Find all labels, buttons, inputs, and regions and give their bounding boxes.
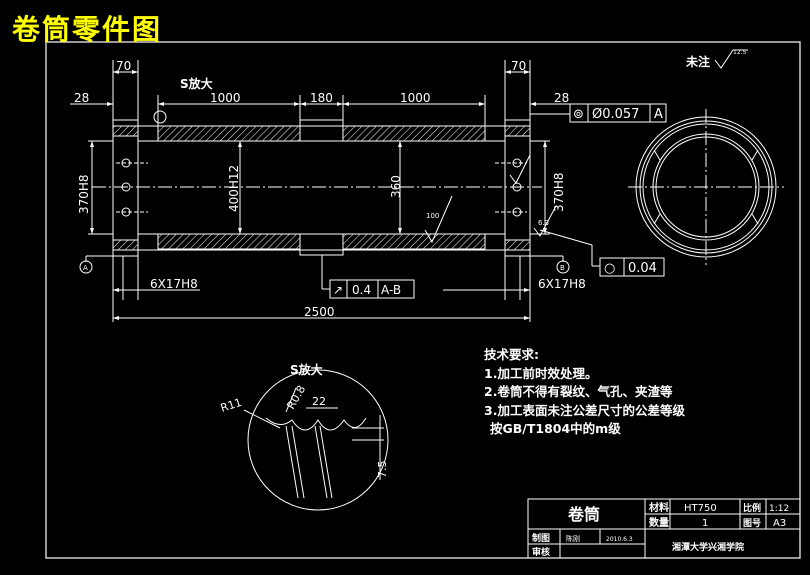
- tb-drawing-no-label: 图号: [743, 518, 761, 529]
- dim-flange-w-left: 70: [116, 59, 131, 73]
- tech-req-item-1: 1.加工前时效处理。: [484, 365, 598, 381]
- end-view: [628, 109, 784, 265]
- coaxiality-frame: [569, 103, 667, 123]
- tb-qty-value: 1: [702, 518, 708, 529]
- runout-symbol: ↗: [333, 283, 343, 297]
- dim-drum-len-right: 1000: [400, 91, 431, 105]
- dim-total-len: 2500: [304, 305, 335, 319]
- detail-pitch: 22: [312, 395, 326, 408]
- datum-a-label: A: [83, 264, 88, 272]
- dimension-arrows: [90, 70, 547, 320]
- roundness-frame: [599, 257, 665, 277]
- runout-frame: [329, 279, 415, 299]
- detail-groove-depth: 7.5: [376, 461, 389, 479]
- dim-bore-left: 370H8: [77, 174, 91, 214]
- dim-holes-right: 6X17H8: [538, 277, 586, 291]
- roughness-note-label: 未注: [685, 54, 710, 69]
- tb-drawing-no-value: A3: [773, 518, 786, 529]
- tech-req-item-3: 3.加工表面未注公差尺寸的公差等级: [484, 402, 685, 418]
- tb-drawn-date: 2010.6.3: [606, 536, 633, 543]
- title-block-text: 卷筒 材料 HT750 比例 1:12 数量 1 图号 A3 制图 陈刚 201…: [532, 501, 789, 558]
- tb-material-value: HT750: [684, 503, 717, 514]
- dim-center-dia: 360: [389, 175, 403, 198]
- coaxiality-datum: A: [654, 107, 663, 122]
- roughness-note-symbol: [714, 49, 748, 69]
- tb-material-label: 材料: [649, 501, 669, 514]
- technical-requirements: 技术要求: 1.加工前时效处理。 2.卷筒不得有裂纹、气孔、夹渣等 3.加工表面…: [484, 346, 685, 439]
- tb-drawn-name: 陈刚: [566, 534, 580, 543]
- rough-value-100: 100: [426, 212, 439, 220]
- tech-req-heading: 技术要求:: [484, 347, 539, 362]
- tb-scale-label: 比例: [743, 502, 761, 514]
- roundness-value: 0.04: [628, 261, 657, 276]
- dim-flange-w-right: 70: [511, 59, 526, 73]
- runout-value: 0.4: [352, 283, 371, 297]
- dim-holes-left: 6X17H8: [150, 277, 198, 291]
- tb-part-name: 卷筒: [567, 505, 600, 524]
- detail-s-title: S放大: [290, 362, 323, 377]
- dimension-labels: 70 70 28 28 1000 180 1000 360 400H12 370…: [74, 59, 586, 319]
- tech-req-item-2: 2.卷筒不得有裂纹、气孔、夹渣等: [484, 384, 673, 399]
- s-detail-callout: S放大: [180, 76, 213, 91]
- tb-school: 湘潭大学兴湘学院: [672, 541, 744, 553]
- dim-mid-len: 180: [310, 91, 333, 105]
- roughness-note-value: 12.5: [733, 49, 747, 56]
- dim-offset-left: 28: [74, 91, 89, 105]
- tb-qty-label: 数量: [649, 516, 669, 529]
- dim-inner-dia: 400H12: [227, 165, 241, 212]
- main-section-view: [70, 60, 600, 322]
- dim-drum-len-left: 1000: [210, 91, 241, 105]
- detail-radius-large: R11: [219, 396, 244, 415]
- coaxiality-value: Ø0.057: [592, 107, 639, 122]
- dim-offset-right: 28: [554, 91, 569, 105]
- tech-req-item-4: 按GB/T1804中的m级: [490, 421, 621, 436]
- rough-value-63: 6.3: [538, 219, 549, 227]
- title-block: [527, 498, 801, 559]
- coaxiality-symbol: ⊚: [573, 107, 584, 122]
- detail-s-view: [243, 369, 389, 511]
- page-title: 卷筒零件图: [12, 13, 163, 46]
- datum-markers: A B: [79, 260, 570, 274]
- runout-datum: A-B: [381, 283, 401, 297]
- tb-checked-label: 审核: [532, 546, 550, 558]
- datum-b-label: B: [560, 264, 565, 272]
- dim-bore-right: 370H8: [552, 172, 566, 212]
- roundness-symbol: ○: [604, 261, 615, 276]
- tb-scale-value: 1:12: [769, 504, 789, 514]
- detail-radius-small: R0.8: [284, 383, 308, 411]
- drawing-border: [45, 41, 801, 559]
- tb-drawn-label: 制图: [532, 532, 550, 544]
